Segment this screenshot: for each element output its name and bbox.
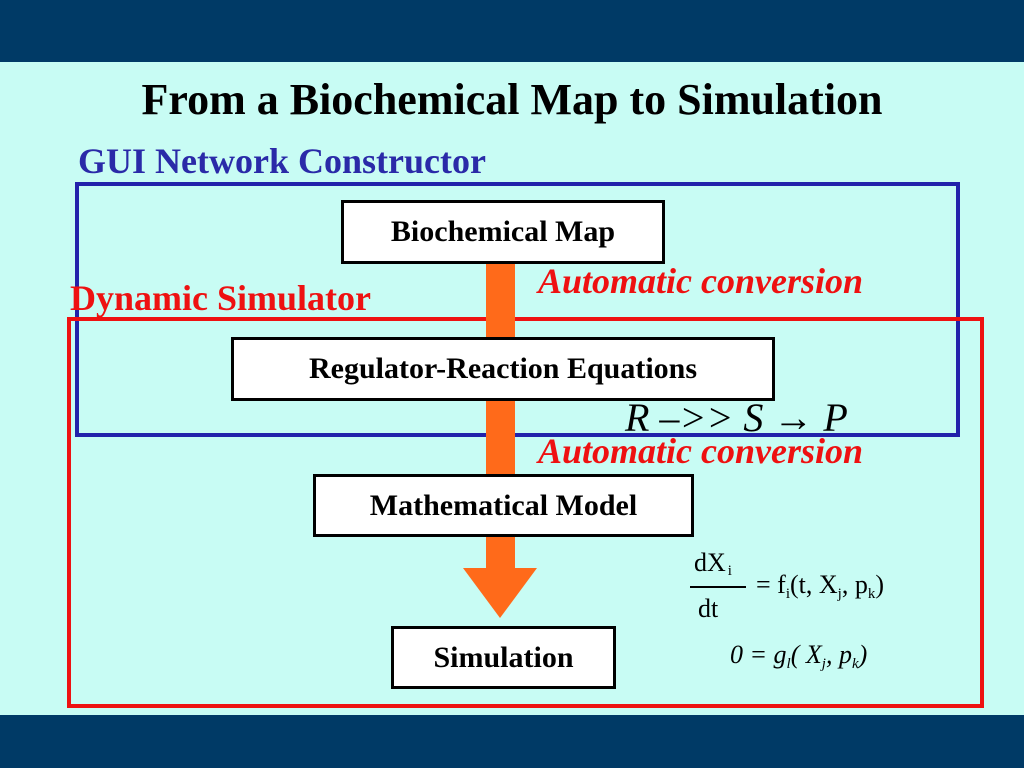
flow-arrow-head — [463, 568, 537, 618]
bottom-bar — [0, 715, 1024, 768]
slide-title: From a Biochemical Map to Simulation — [141, 75, 883, 124]
dynamic-simulator-frame — [67, 317, 984, 708]
simulation-box: Simulation — [391, 626, 616, 689]
biochemical-map-box: Biochemical Map — [341, 200, 665, 264]
automatic-conversion-label-2: Automatic conversion — [538, 431, 864, 471]
top-bar — [0, 0, 1024, 62]
algebraic-equation: 0 = gl( Xj, pk) — [730, 640, 868, 672]
automatic-conversion-label-1: Automatic conversion — [538, 261, 864, 301]
gui-network-constructor-label: GUI Network Constructor — [78, 141, 486, 181]
fraction-denominator: dt — [698, 594, 719, 623]
dynamic-simulator-label: Dynamic Simulator — [70, 278, 371, 318]
regulator-reaction-equations-box: Regulator-Reaction Equations — [231, 337, 775, 401]
mathematical-model-box: Mathematical Model — [313, 474, 694, 537]
reaction-notation: R –>> S → P — [625, 395, 848, 440]
differential-equation-rhs: = fi(t, Xj, pk) — [756, 570, 885, 602]
fraction-line — [690, 586, 746, 588]
gui-network-constructor-frame — [75, 182, 960, 437]
